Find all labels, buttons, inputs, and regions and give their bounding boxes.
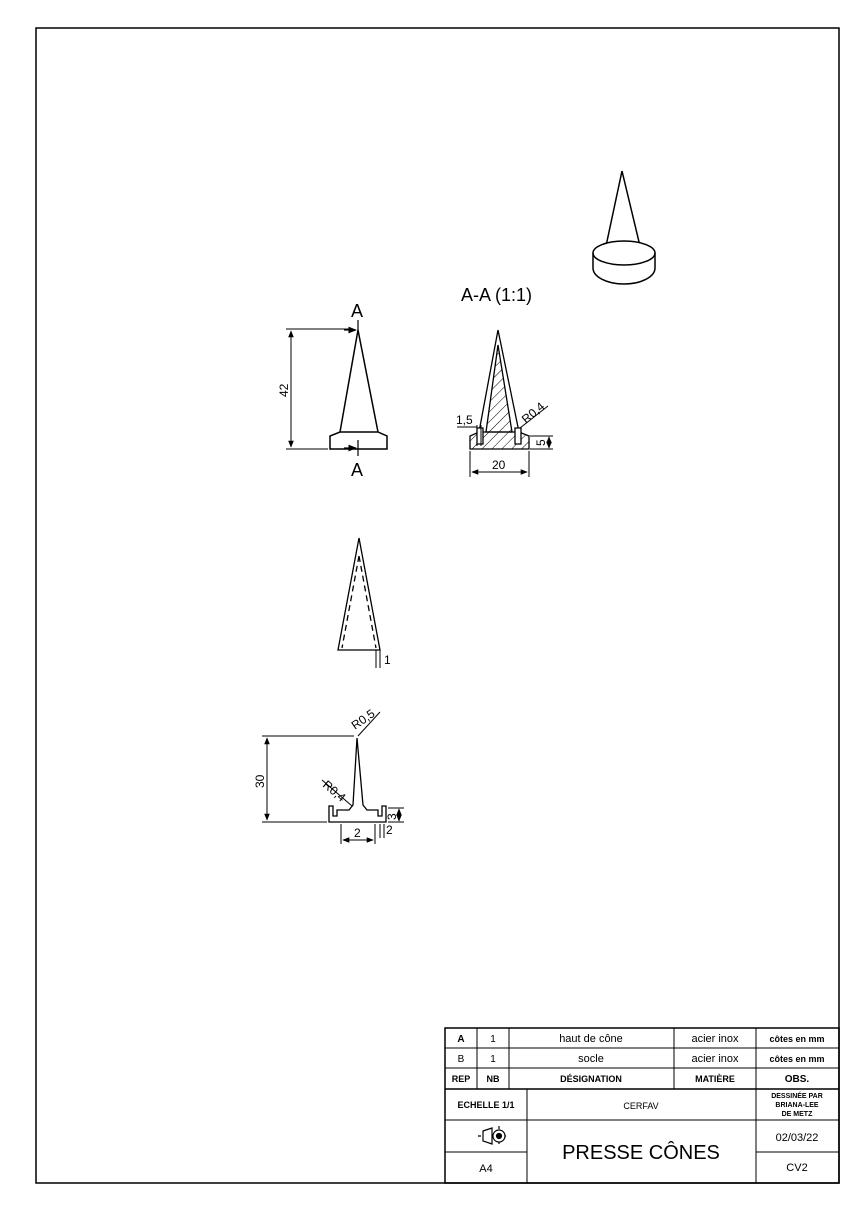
section-outer-cone [478,329,520,433]
isometric-view [592,170,656,285]
base-height-dim: 5 [534,439,548,446]
paper-format: A4 [479,1163,492,1175]
socle-dimensions [262,711,404,844]
header-rep: REP [452,1074,471,1084]
drawing-reference: CV2 [786,1162,807,1174]
iso-base-top [592,240,656,266]
drawn-by-line-1: DESSINÉE PAR [771,1091,823,1100]
header-matiere: MATIÈRE [695,1074,735,1084]
tip-radius-dim: R0,5 [349,706,378,732]
organization: CERFAV [623,1101,658,1111]
header-nb: NB [487,1074,500,1084]
iso-base-side [592,253,656,285]
part-b-obs: côtes en mm [769,1054,824,1064]
iso-cone [605,170,641,247]
part-b-rep: B [458,1054,465,1065]
thickness-dim-1: 1 [384,653,391,667]
drawing-frame [35,27,840,1184]
cut-label-top: A [351,301,363,321]
date: 02/03/22 [776,1132,819,1144]
drawn-by-line-3: DE METZ [782,1111,813,1118]
scale: ECHELLE 1/1 [457,1100,514,1110]
projection-symbol [478,1126,508,1146]
slot-width-dim: 2 [354,826,361,840]
cone-thickness-dim [375,650,381,668]
header-obs: OBS. [785,1074,810,1085]
cone-part-view [337,537,381,651]
radius-dim: R0,4 [519,399,548,426]
header-designation: DÉSIGNATION [560,1074,622,1084]
base-width-dim: 20 [492,458,506,472]
section-view [469,329,530,450]
root-radius-dim: R0,4 [320,778,349,805]
lip-height-dim: 3 [385,813,399,820]
part-a-nb: 1 [490,1034,496,1045]
cone-outer [337,537,381,651]
socle-part-view [328,737,387,823]
title-block [444,1027,840,1184]
cone-inner-hidden [341,555,377,649]
part-a-designation: haut de cône [559,1033,623,1045]
part-a-matiere: acier inox [691,1033,739,1045]
socle-outline [328,737,387,823]
part-b-designation: socle [578,1053,604,1065]
cut-label-bottom: A [351,460,363,480]
section-title: A-A (1:1) [461,285,532,305]
section-dimensions [457,405,553,477]
height-dimension-42 [286,328,352,450]
part-a-rep: A [457,1034,464,1045]
socle-height-dim: 30 [253,774,267,788]
height-dim-42: 42 [277,383,291,397]
front-view [329,329,388,450]
section-right-slot [514,427,522,445]
front-cone-outline [339,329,379,433]
part-a-obs: côtes en mm [769,1034,824,1044]
slot-depth-dim: 2 [386,823,393,837]
wall-dim: 1,5 [456,413,473,427]
drawing-title: PRESSE CÔNES [562,1141,720,1164]
part-b-nb: 1 [490,1054,496,1065]
part-b-matiere: acier inox [691,1053,739,1065]
section-hatched-core [485,344,513,433]
drawn-by-line-2: BRIANA-LEE [775,1102,818,1109]
section-left-slot [476,427,484,445]
section-line [344,320,359,456]
